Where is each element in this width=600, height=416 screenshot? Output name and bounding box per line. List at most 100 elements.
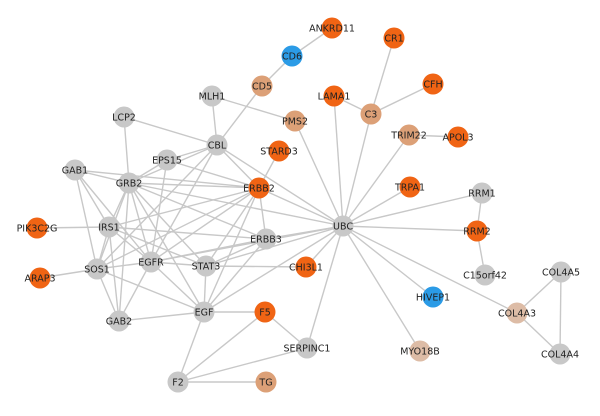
node-f5[interactable]: F5 xyxy=(254,301,276,323)
edge-erbb2-irs1 xyxy=(108,187,260,228)
node-circle[interactable] xyxy=(251,75,273,97)
node-lama1[interactable]: LAMA1 xyxy=(318,85,351,107)
node-circle[interactable] xyxy=(295,256,317,278)
node-circle[interactable] xyxy=(193,301,215,323)
node-egf[interactable]: EGF xyxy=(193,301,215,323)
node-myo18b[interactable]: MYO18B xyxy=(400,340,440,362)
node-circle[interactable] xyxy=(332,215,354,237)
node-label: HIVEP1 xyxy=(416,293,450,304)
node-circle[interactable] xyxy=(506,302,528,324)
node-erbb3[interactable]: ERBB3 xyxy=(250,228,282,250)
node-cd5[interactable]: CD5 xyxy=(251,75,273,97)
node-hivep1[interactable]: HIVEP1 xyxy=(416,286,450,308)
node-circle[interactable] xyxy=(474,264,496,286)
node-pms2[interactable]: PMS2 xyxy=(282,110,308,132)
node-circle[interactable] xyxy=(422,286,444,308)
edge-erbb2-sos1 xyxy=(96,187,260,270)
node-circle[interactable] xyxy=(98,216,120,238)
edge-serpinc1-f2 xyxy=(177,347,308,383)
edge-irs1-erbb3 xyxy=(108,226,267,240)
node-circle[interactable] xyxy=(26,217,48,239)
node-sos1[interactable]: SOS1 xyxy=(84,258,110,280)
node-pik3c2g[interactable]: PIK3C2G xyxy=(17,217,58,239)
node-circle[interactable] xyxy=(108,310,130,332)
node-ankrd11[interactable]: ANKRD11 xyxy=(309,17,355,39)
node-tg[interactable]: TG xyxy=(255,371,277,393)
node-circle[interactable] xyxy=(167,371,189,393)
node-f2[interactable]: F2 xyxy=(167,371,189,393)
edge-grb2-stat3 xyxy=(128,182,207,267)
node-rrm1[interactable]: RRM1 xyxy=(468,182,496,204)
node-circle[interactable] xyxy=(113,106,135,128)
node-mlh1[interactable]: MLH1 xyxy=(199,85,226,107)
node-circle[interactable] xyxy=(399,176,421,198)
node-circle[interactable] xyxy=(383,27,405,49)
node-circle[interactable] xyxy=(254,301,276,323)
node-trpa1[interactable]: TRPA1 xyxy=(394,176,425,198)
node-label: CR1 xyxy=(384,34,403,45)
node-cr1[interactable]: CR1 xyxy=(383,27,405,49)
node-trim22[interactable]: TRIM22 xyxy=(390,124,427,146)
node-arap3[interactable]: ARAP3 xyxy=(25,267,56,289)
node-cd6[interactable]: CD6 xyxy=(281,45,303,67)
node-stard3[interactable]: STARD3 xyxy=(260,140,298,162)
node-circle[interactable] xyxy=(248,177,270,199)
node-circle[interactable] xyxy=(201,85,223,107)
node-cbl[interactable]: CBL xyxy=(206,134,228,156)
node-circle[interactable] xyxy=(255,228,277,250)
node-col4a4[interactable]: COL4A4 xyxy=(541,343,579,365)
node-grb2[interactable]: GRB2 xyxy=(116,172,143,194)
node-egfr[interactable]: EGFR xyxy=(138,251,164,273)
node-cfh[interactable]: CFH xyxy=(422,73,444,95)
node-chi3l1[interactable]: CHI3L1 xyxy=(289,256,323,278)
node-circle[interactable] xyxy=(321,17,343,39)
node-rrm2[interactable]: RRM2 xyxy=(463,220,491,242)
node-circle[interactable] xyxy=(360,103,382,125)
node-circle[interactable] xyxy=(296,337,318,359)
node-circle[interactable] xyxy=(409,340,431,362)
node-eps15[interactable]: EPS15 xyxy=(152,149,182,171)
node-c3[interactable]: C3 xyxy=(360,103,382,125)
node-stat3[interactable]: STAT3 xyxy=(192,255,221,277)
node-lcp2[interactable]: LCP2 xyxy=(112,106,136,128)
node-serpinc1[interactable]: SERPINC1 xyxy=(284,337,331,359)
node-circle[interactable] xyxy=(86,258,108,280)
node-circle[interactable] xyxy=(156,149,178,171)
node-label: LAMA1 xyxy=(318,92,351,103)
node-irs1[interactable]: IRS1 xyxy=(98,216,120,238)
edge-irs1-pik3c2g xyxy=(36,226,110,229)
node-label: CD5 xyxy=(252,82,272,93)
node-circle[interactable] xyxy=(206,134,228,156)
node-circle[interactable] xyxy=(323,85,345,107)
node-circle[interactable] xyxy=(422,73,444,95)
node-gab2[interactable]: GAB2 xyxy=(106,310,132,332)
node-ubc[interactable]: UBC xyxy=(332,215,354,237)
edge-cr1-c3 xyxy=(370,37,395,115)
node-circle[interactable] xyxy=(398,124,420,146)
node-circle[interactable] xyxy=(471,182,493,204)
node-circle[interactable] xyxy=(447,126,469,148)
node-circle[interactable] xyxy=(64,159,86,181)
node-circle[interactable] xyxy=(550,261,572,283)
node-circle[interactable] xyxy=(466,220,488,242)
node-gab1[interactable]: GAB1 xyxy=(62,159,88,181)
node-circle[interactable] xyxy=(140,251,162,273)
node-circle[interactable] xyxy=(549,343,571,365)
node-apol3[interactable]: APOL3 xyxy=(442,126,474,148)
node-circle[interactable] xyxy=(255,371,277,393)
node-label: GAB2 xyxy=(106,317,132,328)
node-col4a5[interactable]: COL4A5 xyxy=(542,261,580,283)
node-circle[interactable] xyxy=(281,45,303,67)
edge-grb2-egfr xyxy=(128,182,152,263)
node-circle[interactable] xyxy=(29,267,51,289)
node-circle[interactable] xyxy=(195,255,217,277)
node-col4a3[interactable]: COL4A3 xyxy=(498,302,536,324)
node-circle[interactable] xyxy=(118,172,140,194)
node-label: TRPA1 xyxy=(394,183,425,194)
node-erbb2[interactable]: ERBB2 xyxy=(243,177,275,199)
node-circle[interactable] xyxy=(268,140,290,162)
node-c15orf42[interactable]: C15orf42 xyxy=(463,264,507,286)
node-label: STARD3 xyxy=(260,147,298,158)
edge-erbb2-ubc xyxy=(258,187,344,227)
node-circle[interactable] xyxy=(284,110,306,132)
